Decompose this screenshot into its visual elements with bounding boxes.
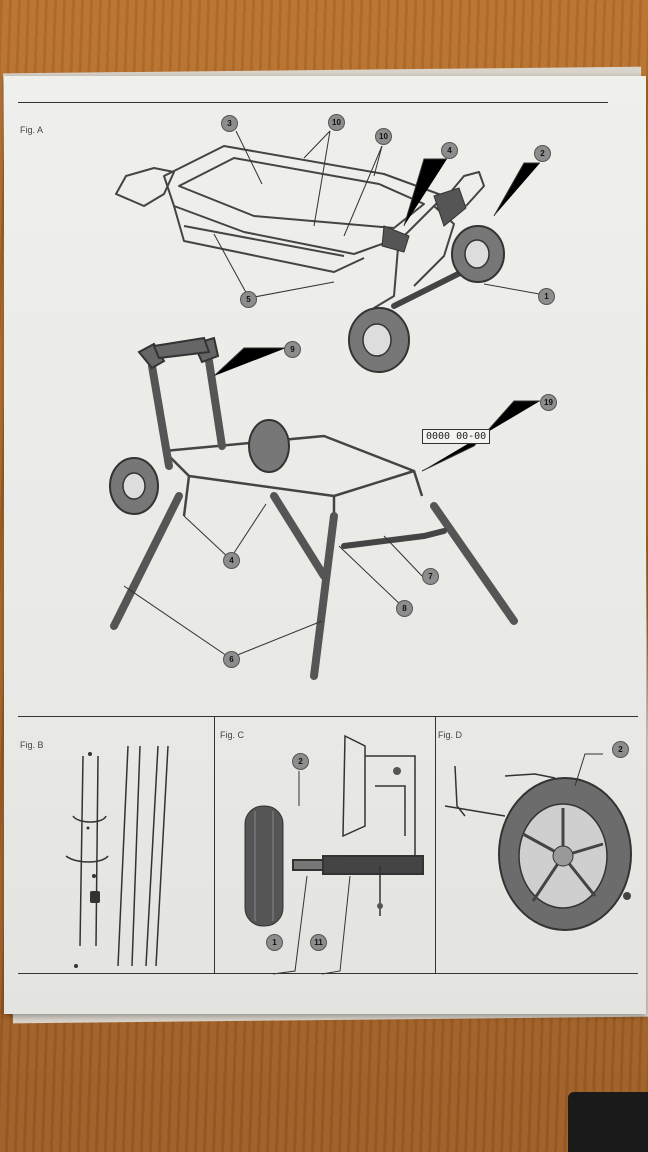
serial-number-label: 0000 00-00: [422, 429, 491, 444]
callout-2-fig-d: 2: [612, 741, 629, 758]
callout-6: 6: [223, 651, 240, 668]
callout-10-b: 10: [375, 128, 392, 145]
fig-a-bottom-rule: [18, 716, 638, 717]
callout-7: 7: [422, 568, 439, 585]
manual-page: Fig. A Fig. B Fig. C Fig. D: [4, 76, 646, 1014]
callout-9: 9: [284, 341, 301, 358]
callout-4-bottom: 4: [223, 552, 240, 569]
callout-8: 8: [396, 600, 413, 617]
fig-c-label: Fig. C: [220, 730, 245, 740]
wheel-axle-detail-illustration: [244, 734, 424, 975]
callout-5: 5: [240, 291, 257, 308]
callout-2-top: 2: [534, 145, 551, 162]
fig-d-label: Fig. D: [438, 730, 463, 740]
leg-tube-detail-illustration: [65, 745, 169, 968]
top-rule: [18, 102, 608, 103]
callout-10-a: 10: [328, 114, 345, 131]
fig-b-label: Fig. B: [20, 740, 44, 750]
fig-c-divider: [435, 716, 436, 973]
callout-4-top: 4: [441, 142, 458, 159]
dark-object-corner: [568, 1092, 648, 1152]
callout-2-fig-c: 2: [292, 753, 309, 770]
callout-19: 19: [540, 394, 557, 411]
callout-1-top: 1: [538, 288, 555, 305]
fig-a-label: Fig. A: [20, 125, 44, 135]
callout-11: 11: [310, 934, 327, 951]
callout-3: 3: [221, 115, 238, 132]
callout-1-fig-c: 1: [266, 934, 283, 951]
fig-b-divider: [214, 716, 215, 973]
folded-stand-illustration: [109, 130, 546, 680]
wheel-closeup-illustration: [444, 753, 632, 931]
